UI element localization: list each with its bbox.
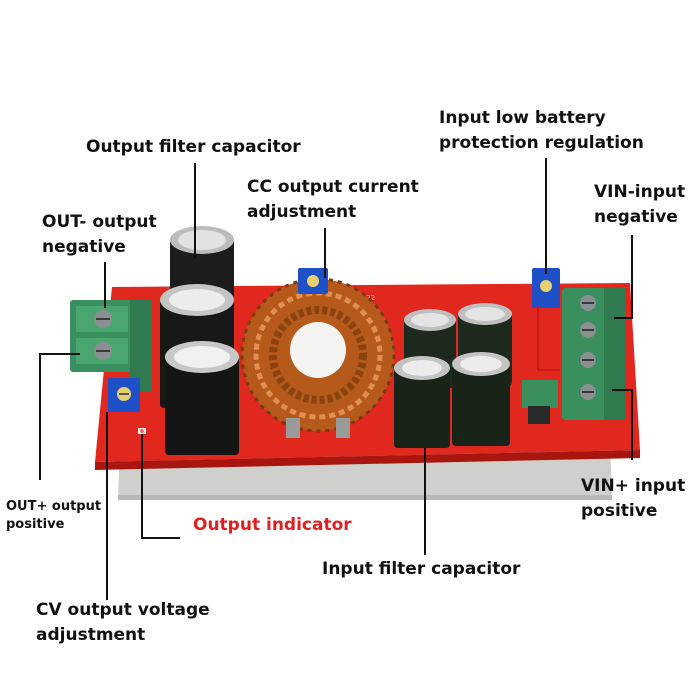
label-out-negative-line1: OUT- output [42, 212, 157, 232]
label-vin-negative-line2: negative [594, 207, 678, 227]
label-input-filter-capacitor: Input filter capacitor [322, 559, 521, 579]
cv-potentiometer [108, 378, 140, 412]
output-capacitor [165, 341, 239, 455]
leader-capacitor-internal [537, 305, 560, 371]
label-output-indicator: Output indicator [193, 515, 352, 535]
label-vin-positive-line2: positive [581, 501, 658, 521]
input-screw-terminal [562, 288, 626, 420]
input-capacitor [452, 352, 510, 446]
label-low-battery-line2: protection regulation [439, 133, 644, 153]
leader-output-indicator [141, 434, 180, 539]
label-cc-adjustment-line1: CC output current [247, 177, 419, 197]
label-output-filter-capacitor: Output filter capacitor [86, 137, 301, 157]
transistor-module [522, 380, 558, 424]
output-screw-terminal [70, 300, 152, 392]
label-vin-negative: VIN-input negative [594, 180, 685, 230]
cc-potentiometer [298, 268, 328, 294]
label-low-battery-line1: Input low battery [439, 108, 606, 128]
label-vin-positive: VIN+ input positive [581, 474, 685, 524]
label-out-negative: OUT- output negative [42, 210, 157, 260]
label-low-battery-protection: Input low battery protection regulation [439, 106, 644, 156]
label-out-positive: OUT+ output positive [6, 498, 101, 534]
leader-vin-pos [612, 389, 633, 460]
leader-out-pos [39, 353, 80, 480]
leader-lines [39, 158, 633, 600]
output-indicator-led [138, 428, 146, 434]
input-capacitor [394, 356, 450, 448]
label-vin-positive-line1: VIN+ input [581, 476, 686, 496]
label-out-positive-line2: positive [6, 517, 65, 532]
label-out-positive-line1: OUT+ output [6, 499, 102, 514]
label-cv-adjustment-line2: adjustment [36, 625, 146, 645]
label-cc-adjustment: CC output current adjustment [247, 175, 419, 225]
label-cc-adjustment-line2: adjustment [247, 202, 357, 222]
label-vin-negative-line1: VIN-input [594, 182, 686, 202]
toroid-inductor [240, 277, 396, 438]
label-cv-adjustment-line1: CV output voltage [36, 600, 210, 620]
label-cv-adjustment: CV output voltage adjustment [36, 598, 210, 648]
leader-vin-neg [614, 235, 633, 319]
low-battery-potentiometer [532, 268, 560, 308]
label-out-negative-line2: negative [42, 237, 126, 257]
